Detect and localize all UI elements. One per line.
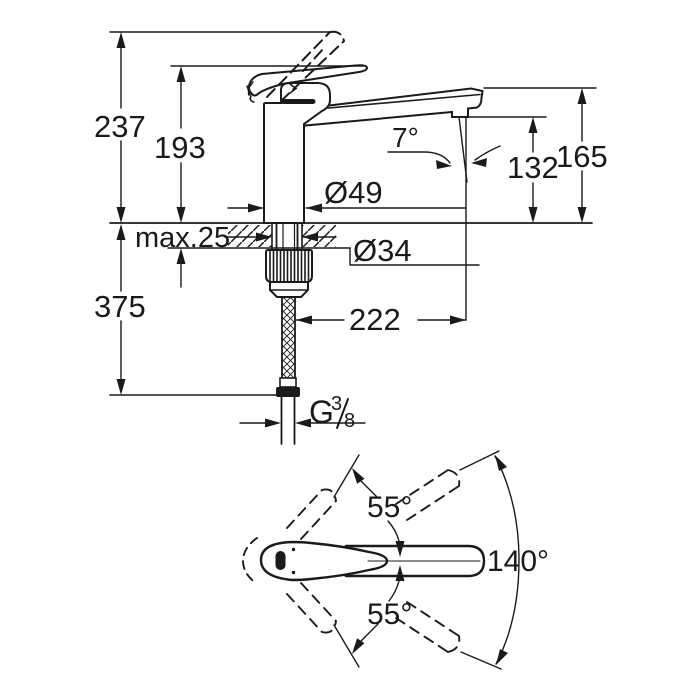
arrowhead [116, 224, 126, 240]
thread-size-prefix: G [309, 394, 334, 430]
arrowhead [295, 418, 311, 428]
arrowhead [302, 232, 318, 242]
arrowhead [471, 158, 487, 167]
lever-joint-dashed [247, 81, 254, 100]
arrowhead [395, 565, 405, 581]
phantom-lower-right [395, 601, 461, 653]
dim-hole-diameter-label: Ø34 [353, 233, 412, 268]
deck-hatch-left [228, 225, 272, 247]
thread-size-denominator: 8 [344, 410, 355, 432]
arrowhead [352, 638, 365, 654]
arrowhead [495, 455, 507, 471]
arrowhead [265, 418, 281, 428]
top-view-labels: 55° 55° 140° [367, 491, 549, 631]
swivel-phantoms [242, 469, 461, 653]
dim-7deg-leader-right [474, 145, 501, 161]
side-dimensions [109, 31, 597, 429]
dim-hose-length-label: 375 [94, 289, 146, 324]
thread-size-numerator: 3 [331, 393, 342, 415]
dim-spout-reach-label: 222 [349, 302, 401, 337]
ext-lower-right [460, 651, 502, 670]
handle-dot-top [291, 547, 296, 552]
phantom-upper-right [395, 469, 461, 521]
arrowhead [352, 468, 365, 484]
dim-total-height-label: 237 [94, 109, 146, 144]
ext-upper-right [459, 450, 500, 471]
arrowhead [176, 66, 186, 82]
deck-hatch-right [302, 225, 336, 247]
leader-55-lower-out [360, 623, 379, 642]
arrowhead [176, 207, 186, 223]
side-dimension-labels: 237 193 max.25 375 Ø49 Ø34 7° 132 165 22… [94, 109, 608, 432]
leader-55-upper-in [387, 520, 400, 542]
arrowhead [306, 203, 322, 213]
dim-7deg-leader-left [387, 151, 451, 164]
swivel-center-leaders [387, 520, 405, 602]
hose-edges [281, 296, 296, 382]
dim-body-diameter-label: Ø49 [324, 175, 383, 210]
phantom-lower-left [286, 582, 337, 634]
spout-top-edge-inner [322, 93, 481, 110]
dim-counter-thickness-label: max.25 [135, 222, 230, 254]
nut-ribs [269, 250, 310, 283]
handle-grip-mark [275, 551, 286, 570]
dim-spout-angle-label: 7° [392, 122, 419, 153]
dim-o34-lines [224, 236, 480, 266]
arrowhead [496, 649, 508, 665]
leader-55-lower-in [388, 580, 400, 602]
swivel-total-label: 140° [487, 545, 549, 578]
arrowhead [256, 232, 272, 242]
arrowhead [116, 379, 126, 395]
arrowhead [577, 207, 587, 223]
counter-deck [109, 222, 593, 249]
threaded-shank [275, 223, 299, 251]
arrowhead [450, 315, 466, 325]
arrowhead [577, 88, 587, 104]
dim-spout-top-height-label: 165 [556, 139, 608, 174]
arrowhead [296, 315, 312, 325]
lever-handle [247, 64, 369, 97]
supply-hose [282, 297, 295, 381]
dim-lever-height-label: 193 [154, 130, 206, 165]
body-column [263, 82, 331, 224]
phantom-grip-arc [242, 537, 258, 585]
arrowhead [528, 207, 538, 223]
phantom-upper-left [286, 488, 337, 540]
arrowhead [176, 248, 186, 264]
arrowhead [528, 117, 538, 133]
shank-inner [282, 223, 296, 251]
hose-neck [279, 377, 297, 388]
faucet-top-body [259, 540, 486, 582]
swivel-dimension-lines [333, 450, 520, 670]
g38-fraction-slash [336, 398, 349, 429]
arc-140 [494, 455, 520, 665]
ext-upper-left [333, 454, 360, 498]
top-view: 55° 55° 140° [242, 450, 549, 670]
ext-lower-left [333, 624, 360, 668]
handle-top-view [259, 540, 389, 582]
arrowhead [248, 203, 264, 213]
mounting-parts [265, 223, 313, 445]
arrowhead [436, 160, 452, 169]
faucet-side-body [246, 30, 484, 224]
swivel-upper-label: 55° [367, 491, 412, 524]
connection-pipe [280, 396, 296, 445]
arrowhead [116, 207, 126, 223]
arrowhead [395, 541, 405, 557]
lever-crease [289, 83, 298, 94]
spout-axis-tilted [458, 116, 468, 183]
handle-dot-bottom [291, 570, 296, 575]
arrowhead [116, 32, 126, 48]
dim-outlet-height-label: 132 [507, 150, 559, 185]
side-view: 237 193 max.25 375 Ø49 Ø34 7° 132 165 22… [94, 30, 608, 445]
swivel-lower-label: 55° [367, 598, 412, 631]
leader-55-upper-out [360, 480, 379, 499]
